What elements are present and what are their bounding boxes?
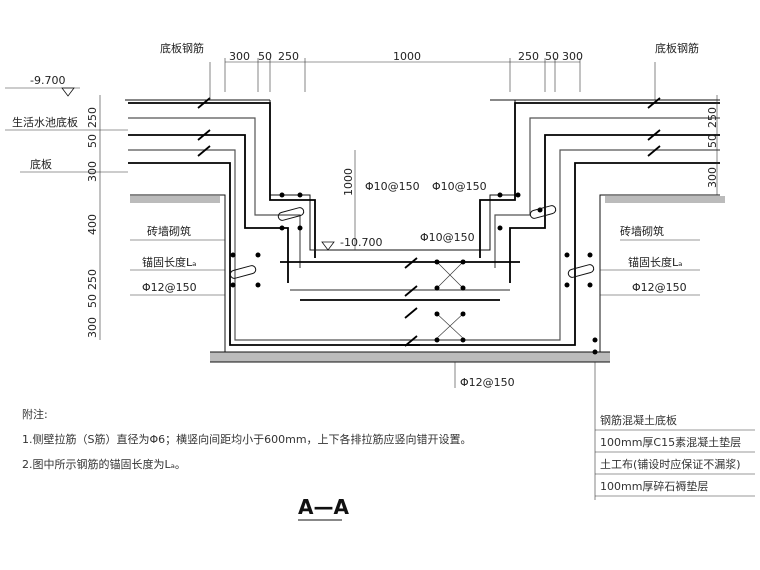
label-bottom-slab: 底板 (30, 157, 52, 171)
tie-hook (277, 207, 305, 221)
base-hatch (210, 352, 610, 362)
dim-right-upper-0: 50 (706, 134, 719, 148)
label-rebar-phi10-left: Φ10@150 (365, 180, 420, 193)
slash-marks (197, 97, 661, 347)
layer-0: 钢筋混凝土底板 (600, 413, 677, 427)
rebar-line (400, 149, 720, 341)
rebar-line (128, 149, 410, 341)
label-water-tank-slab: 生活水池底板 (12, 115, 78, 129)
tie-mark (434, 311, 466, 341)
label-rebar-phi10-right: Φ10@150 (432, 180, 487, 193)
dim-pit-depth: 1000 (342, 168, 355, 196)
dim-left-upper-2: 300 (86, 161, 99, 182)
left-wall-outer (130, 194, 226, 352)
dim-top-right-2: 300 (562, 50, 583, 63)
tie-hook (529, 205, 557, 219)
label-brick-wall-left: 砖墙砌筑 (147, 224, 191, 238)
rebar-line (128, 162, 420, 346)
notes-line-2: 2.图中所示钢筋的锚固长度为Lₐ。 (22, 457, 186, 471)
dim-left-lower-2: 50 (86, 294, 99, 308)
notes-line-1: 1.侧壁拉筋（S筋）直径为Φ6；横竖向间距均小于600mm，上下各排拉筋应竖向错… (22, 432, 472, 446)
section-title: A—A (298, 495, 349, 519)
elevation-icon (61, 87, 75, 97)
rebar-line (128, 117, 301, 268)
rebar-line (509, 134, 720, 283)
dim-left-upper-1: 50 (86, 134, 99, 148)
dim-left-upper-0: 250 (86, 107, 99, 128)
elevation-icon (321, 241, 335, 251)
label-elevation-top: -9.700 (30, 74, 65, 87)
layer-3: 100mm厚碎石褥垫层 (600, 479, 708, 493)
right-wall-outer (599, 194, 720, 352)
dim-left-lower-3: 300 (86, 317, 99, 338)
dim-top-mid: 1000 (393, 50, 421, 63)
tie-hook (567, 264, 595, 278)
tie-hook (229, 265, 257, 279)
dim-top-left-1: 50 (258, 50, 272, 63)
dim-left-lower-0: 400 (86, 214, 99, 235)
label-rebar-phi12-right: Φ12@150 (632, 281, 687, 294)
pit-outline (269, 100, 516, 251)
ground-hatch (130, 196, 220, 203)
rebar-line (390, 162, 720, 346)
rebar-line (128, 134, 289, 283)
rebar-line (494, 117, 720, 268)
tie-mark (434, 259, 466, 291)
dim-ticks (224, 58, 581, 92)
ground-hatch (605, 196, 725, 203)
rebar-line (479, 102, 720, 258)
dim-right-upper-2: 300 (706, 167, 719, 188)
dim-left-lower-1: 250 (86, 269, 99, 290)
rebar-dots (230, 192, 598, 355)
layer-2: 土工布(铺设时应保证不漏浆) (600, 457, 741, 471)
label-anchor-left: 锚固长度Lₐ (142, 255, 196, 269)
label-bottom-slab-rebar-right: 底板钢筋 (655, 41, 699, 55)
label-anchor-right: 锚固长度Lₐ (628, 255, 682, 269)
rebar-line (128, 102, 316, 258)
label-rebar-phi10-mid: Φ10@150 (420, 231, 475, 244)
label-bottom-slab-rebar-left: 底板钢筋 (160, 41, 204, 55)
label-rebar-phi12-bottom: Φ12@150 (460, 376, 515, 389)
dim-top-right-1: 50 (545, 50, 559, 63)
label-rebar-phi12-left: Φ12@150 (142, 281, 197, 294)
label-brick-wall-right: 砖墙砌筑 (620, 224, 664, 238)
notes-heading: 附注: (22, 407, 48, 421)
dim-right-upper-1: 250 (706, 107, 719, 128)
layer-1: 100mm厚C15素混凝土垫层 (600, 435, 741, 449)
dim-top-left-0: 300 (229, 50, 250, 63)
label-elevation-pit: -10.700 (340, 236, 382, 249)
layer-table (595, 429, 755, 497)
dim-top-left-2: 250 (278, 50, 299, 63)
dim-top-right-0: 250 (518, 50, 539, 63)
